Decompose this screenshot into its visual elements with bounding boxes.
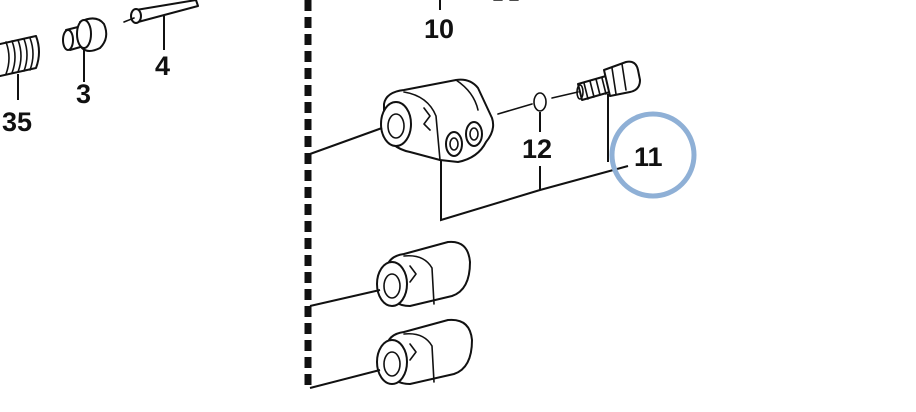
part-4-pin [123, 0, 199, 50]
part-label-10: 10 [424, 14, 454, 44]
valve-body-lower-2 [309, 318, 473, 389]
part-label-11: 11 [634, 142, 663, 172]
part-3-bushing [62, 17, 108, 82]
part-label-35: 35 [2, 107, 32, 137]
part-label-4: 4 [155, 51, 170, 81]
part-label-3: 3 [76, 79, 91, 109]
part-35-spring [0, 35, 40, 100]
part-label-12: 12 [522, 134, 552, 164]
part-12-washer [497, 92, 547, 190]
valve-body-upper [309, 78, 495, 163]
highlight-circle-11 [609, 111, 697, 199]
valve-body-lower-1 [309, 240, 471, 307]
part-11-fitting [551, 60, 641, 162]
leader-bracket [440, 160, 629, 222]
